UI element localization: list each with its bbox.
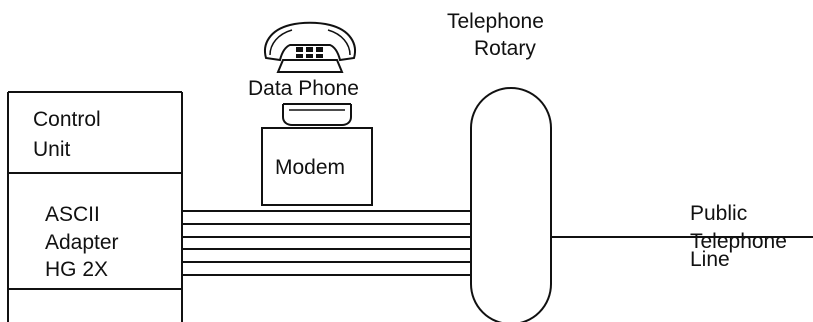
control-unit-label-line1: Control: [33, 108, 101, 131]
adapter-label-line3: HG 2X: [45, 258, 108, 281]
public-line-label-line3: Line: [690, 248, 730, 271]
modem-box: [261, 127, 373, 206]
public-line-label-line2: Telephone: [690, 230, 787, 253]
modem-label: Modem: [275, 156, 345, 179]
adapter-label-line2: Adapter: [45, 231, 119, 254]
control-unit-box: [7, 91, 183, 322]
telephone-icon: [264, 21, 356, 73]
telephone-rotary-label-line2: Rotary: [474, 37, 536, 60]
data-phone-label: Data Phone: [248, 77, 359, 100]
telephone-rotary-label-line1: Telephone: [447, 10, 544, 33]
modem-cradle: [282, 103, 352, 126]
adapter-label-line1: ASCII: [45, 203, 100, 226]
public-line-label-line1: Public: [690, 202, 747, 225]
adapter-connection-lines: [182, 210, 471, 276]
telephone-rotary-shape: [470, 87, 552, 322]
control-unit-label-line2: Unit: [33, 138, 71, 161]
